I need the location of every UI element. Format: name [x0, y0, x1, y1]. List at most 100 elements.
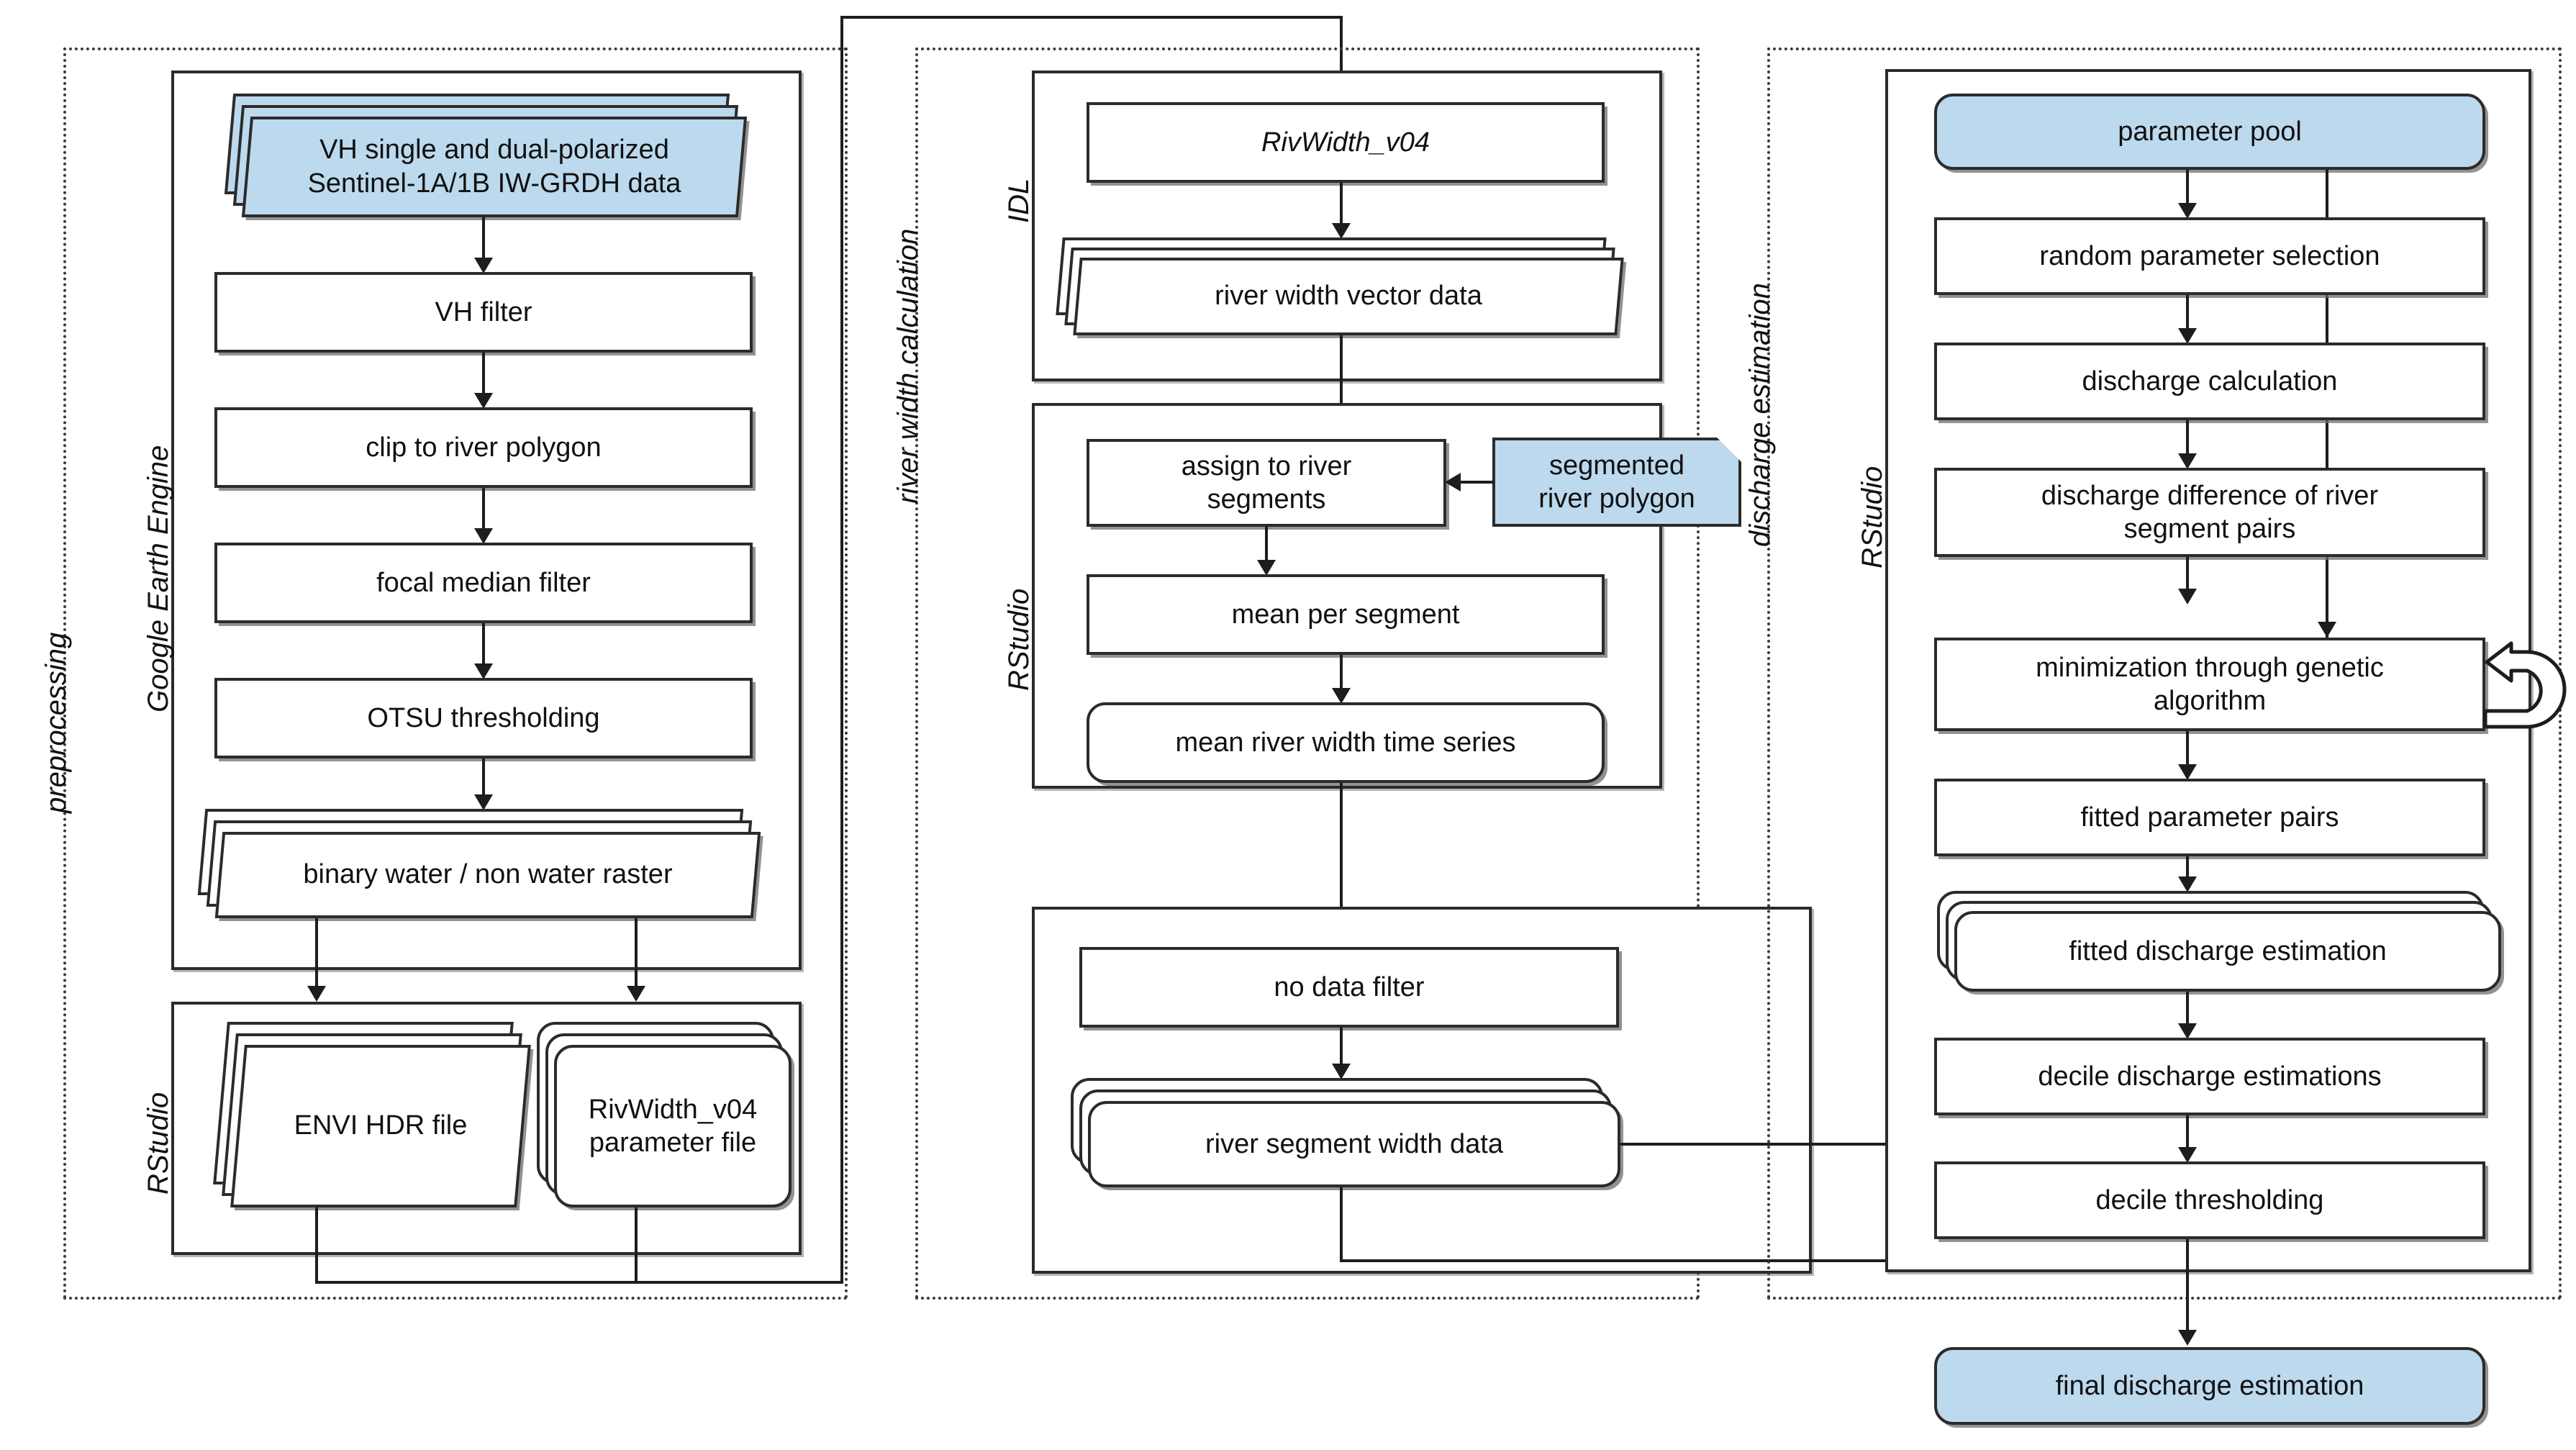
node-vh-filter[interactable]: VH filter: [214, 272, 753, 353]
group-rstudio-discharge-label: RStudio: [1856, 466, 1888, 568]
arrowhead-fittedpairs-fittedest: [2178, 876, 2197, 892]
arrowhead-vhfilter-clip: [474, 393, 493, 409]
conn-otsu-raster: [482, 758, 485, 803]
conn-param-down: [635, 1207, 638, 1284]
node-river-segment-width-data[interactable]: river segment width data: [1088, 1101, 1620, 1187]
arrowhead-decile-threshold: [2178, 1147, 2197, 1163]
conn-segmentwidth-right: [1620, 1143, 2021, 1146]
segmented-river-polygon-text: segmented river polygon: [1538, 449, 1695, 516]
arrowhead-raster-param: [627, 986, 645, 1002]
node-clip-to-river-polygon[interactable]: clip to river polygon: [214, 407, 753, 488]
arrowhead-calc-difference: [2178, 453, 2197, 469]
conn-outputs-top-rail: [840, 16, 1343, 19]
conn-vector-assign: [1340, 335, 1343, 433]
minimization-line2: algorithm: [2153, 686, 2267, 716]
node-segmented-river-polygon[interactable]: segmented river polygon: [1492, 438, 1741, 527]
conn-input-vhfilter: [482, 217, 485, 266]
node-fitted-discharge-estimation[interactable]: fitted discharge estimation: [1954, 911, 2501, 992]
phase-river-width-calculation-label: river width calculation: [892, 228, 924, 504]
difference-line1: discharge difference of river: [2041, 480, 2379, 511]
node-discharge-difference[interactable]: discharge difference of river segment pa…: [1934, 468, 2485, 557]
arrowhead-fittedest-decile: [2178, 1023, 2197, 1039]
arrowhead-difference-minimization: [2178, 589, 2197, 604]
arrowhead-clip-focal: [474, 528, 493, 544]
conn-raster-param: [635, 918, 638, 994]
conn-outputs-bottom-rail: [315, 1281, 843, 1284]
conn-segmentwidth-bottom-rail: [1340, 1259, 2061, 1262]
node-focal-median-filter[interactable]: focal median filter: [214, 543, 753, 623]
arrowhead-focal-otsu: [474, 663, 493, 679]
conn-assign-mean: [1265, 527, 1268, 568]
group-idl-label: IDL: [1003, 178, 1035, 223]
conn-envi-down: [315, 1207, 318, 1284]
segmented-line1: segmented: [1548, 450, 1684, 481]
conn-raster-envi: [315, 918, 318, 994]
node-decile-discharge-estimations[interactable]: decile discharge estimations: [1934, 1038, 2485, 1115]
node-parameter-pool[interactable]: parameter pool: [1934, 94, 2485, 170]
node-decile-thresholding[interactable]: decile thresholding: [1934, 1161, 2485, 1239]
conn-vhfilter-clip: [482, 353, 485, 402]
segmented-line2: river polygon: [1538, 484, 1695, 514]
conn-random-calc: [2186, 295, 2189, 337]
node-no-data-filter[interactable]: no data filter: [1079, 947, 1619, 1028]
input-data-line1: VH single and dual-polarized: [319, 134, 669, 165]
phase-river-width-calculation: [915, 47, 1700, 1300]
conn-calc-difference: [2186, 420, 2189, 462]
conn-rivwidth-vector: [1340, 183, 1343, 232]
node-minimization-genetic-algorithm[interactable]: minimization through genetic algorithm: [1934, 638, 2485, 731]
arrowhead-nodatafilter-segmentwidth: [1332, 1064, 1351, 1079]
conn-nodatafilter-segmentwidth: [1340, 1028, 1343, 1074]
node-otsu-thresholding[interactable]: OTSU thresholding: [214, 678, 753, 758]
conn-clip-focal: [482, 488, 485, 537]
river-width-vector-data-label: river width vector data: [1215, 281, 1482, 312]
assign-line1: assign to river: [1181, 450, 1352, 481]
arrowhead-mean-timeseries: [1332, 688, 1351, 704]
conn-decile-threshold: [2186, 1115, 2189, 1156]
raster-output-label: binary water / non water raster: [303, 859, 673, 890]
conn-focal-otsu: [482, 623, 485, 672]
arrowhead-input-vhfilter: [474, 258, 493, 273]
conn-fittedpairs-fittedest: [2186, 856, 2189, 887]
param-file-front[interactable]: RivWidth_v04 parameter file: [554, 1045, 792, 1207]
arrowhead-pool-random: [2178, 203, 2197, 219]
conn-into-rivwidth: [1340, 16, 1343, 102]
node-mean-per-segment[interactable]: mean per segment: [1087, 574, 1605, 655]
phase-discharge-estimation-label: discharge estimation: [1744, 283, 1776, 547]
input-data-label: VH single and dual-polarized Sentinel-1A…: [246, 117, 743, 217]
iteration-loop-icon: [2483, 641, 2567, 729]
node-discharge-calculation[interactable]: discharge calculation: [1934, 343, 2485, 420]
phase-preprocessing: [63, 47, 848, 1300]
arrowhead-minimization-fittedpairs: [2178, 764, 2197, 780]
arrowhead-polygon-assign: [1445, 473, 1461, 491]
conn-segmentwidth-bottom: [1340, 1187, 1343, 1262]
node-fitted-parameter-pairs[interactable]: fitted parameter pairs: [1934, 779, 2485, 856]
conn-outputs-riser: [840, 16, 843, 1284]
node-assign-to-river-segments[interactable]: assign to river segments: [1087, 439, 1446, 527]
arrowhead-raster-envi: [307, 986, 326, 1002]
difference-line2: segment pairs: [2123, 514, 2296, 544]
conn-mean-timeseries: [1340, 655, 1343, 697]
envi-hdr-file-label: ENVI HDR file: [294, 1110, 468, 1141]
arrowhead-otsu-raster: [474, 794, 493, 810]
node-rivwidth-v04[interactable]: RivWidth_v04: [1087, 102, 1605, 183]
node-final-discharge-estimation[interactable]: final discharge estimation: [1934, 1347, 2485, 1425]
input-data-line2: Sentinel-1A/1B IW-GRDH data: [307, 168, 681, 199]
minimization-line1: minimization through genetic: [2036, 652, 2384, 683]
node-random-parameter-selection[interactable]: random parameter selection: [1934, 217, 2485, 295]
conn-polygon-assign: [1461, 481, 1494, 484]
conn-minimization-fittedpairs: [2186, 731, 2189, 773]
group-rstudio-river-width-label: RStudio: [1003, 588, 1035, 691]
conn-threshold-final: [2186, 1239, 2189, 1340]
phase-preprocessing-label: preprocessing: [40, 632, 72, 813]
assign-line2: segments: [1207, 484, 1326, 515]
param-file-line1: RivWidth_v04: [588, 1094, 758, 1125]
conn-timeseries-nodatafilter: [1340, 783, 1343, 927]
conn-fittedest-decile: [2186, 992, 2189, 1032]
arrowhead-bypass-minimization: [2318, 622, 2336, 638]
node-mean-river-width-time-series[interactable]: mean river width time series: [1087, 702, 1605, 783]
arrowhead-threshold-final: [2178, 1330, 2197, 1346]
group-google-earth-engine-label: Google Earth Engine: [142, 445, 174, 712]
arrowhead-rivwidth-vector: [1332, 223, 1351, 239]
arrowhead-random-calc: [2178, 328, 2197, 344]
